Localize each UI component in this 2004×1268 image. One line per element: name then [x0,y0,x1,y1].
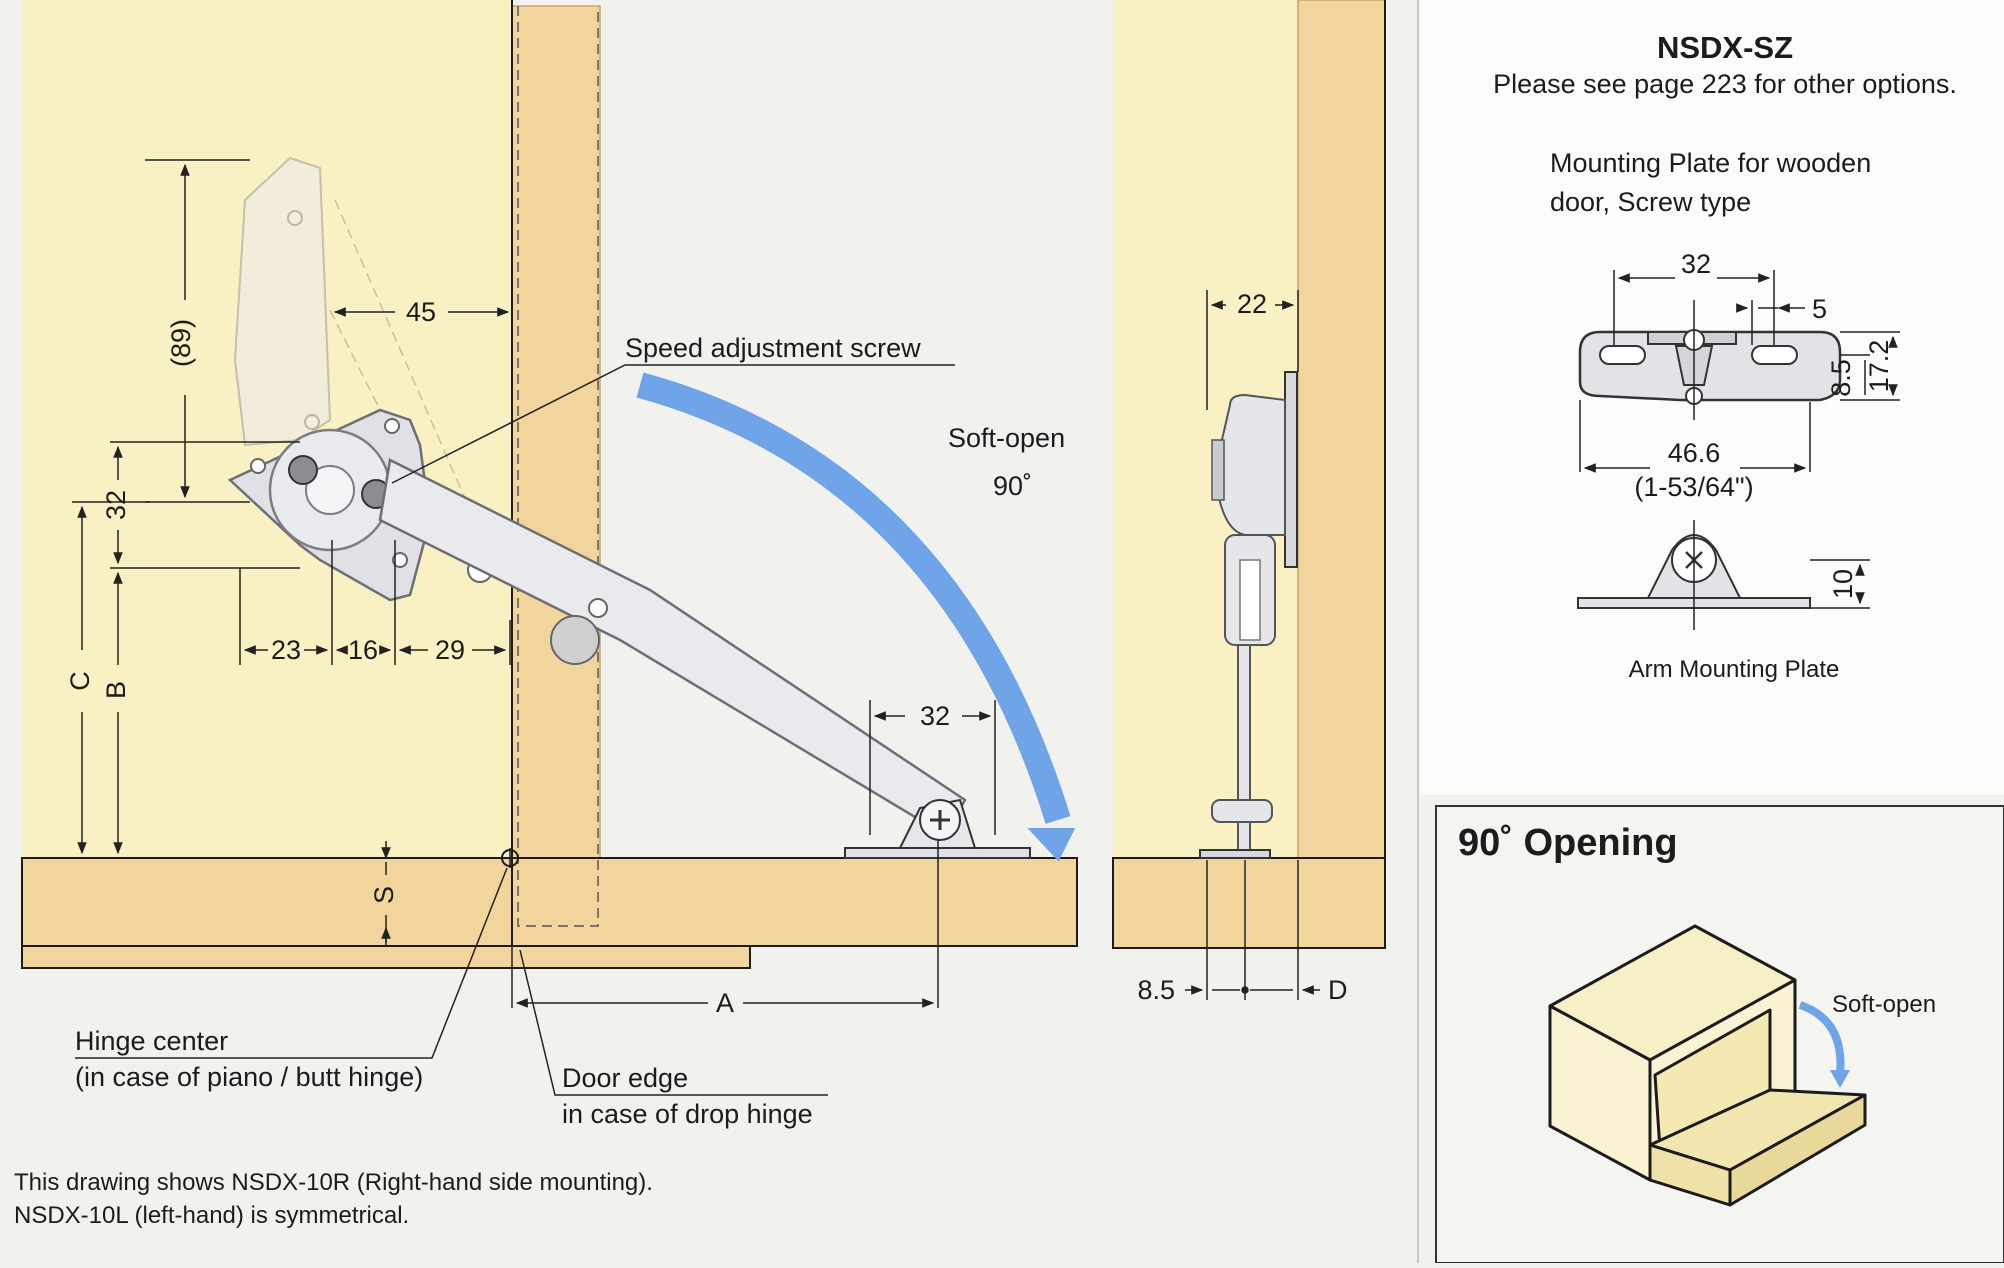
drawing-note-line-2: NSDX-10L (left-hand) is symmetrical. [14,1202,409,1229]
dim-b-label: B [101,681,131,699]
bottom-board [21,857,1078,947]
dim-89-label: (89) [166,319,196,367]
side-bottom-board [1112,857,1386,949]
plate-dim-32: 32 [1681,249,1711,279]
speed-adjustment-screw-label: Speed adjustment screw [625,333,921,363]
mounting-plate-title-line-2: door, Screw type [1550,187,1751,217]
dim-d-label: D [1328,975,1348,1005]
door-edge-sub-label: in case of drop hinge [562,1099,813,1129]
bottom-board-lip [21,945,751,969]
plate-dim-inch: (1-53/64") [1634,472,1753,502]
arm-mounting-plate-caption: Arm Mounting Plate [1629,656,1840,683]
drawing-note-line-1: This drawing shows NSDX-10R (Right-hand … [14,1169,653,1196]
opening-title: 90˚ Opening [1458,822,1678,864]
door-board [511,5,601,859]
options-panel: NSDX-SZ Please see page 223 for other op… [1417,0,2004,1263]
soft-open-arrow [636,372,1071,824]
hinge-center-label: Hinge center [75,1026,228,1056]
plate-dim-46-6: 46.6 [1668,438,1721,468]
dim-s-label: S [369,886,399,904]
opening-box: 90˚ Opening Soft-open [1435,805,2004,1264]
dim-c-label: C [65,671,95,691]
iso-cabinet [1548,924,1867,1207]
angle-label: 90˚ [993,471,1032,501]
dim-16-label: 16 [348,635,378,665]
dim-23-label: 23 [271,635,301,665]
mounting-plate-drawing [1578,329,1842,405]
side-hinge [1199,371,1298,859]
plate-dim-5: 5 [1812,294,1827,324]
side-door-board [1297,0,1386,859]
iso-soft-open-label: Soft-open [1832,991,1936,1018]
side-view-drawing: 22 8.5 D [1112,0,1386,1005]
arm-plate-dim-10: 10 [1828,569,1858,599]
plate-dim-17-2: 17.2 [1864,340,1894,393]
dim-8-5-side-label: 8.5 [1137,975,1175,1005]
soft-open-arrowhead [1027,828,1076,862]
mounting-plate-title-line-1: Mounting Plate for wooden [1550,148,1871,178]
soft-open-label: Soft-open [948,423,1065,453]
model-name: NSDX-SZ [1657,30,1793,65]
plate-dim-8-5: 8.5 [1826,359,1856,397]
front-view-drawing [21,0,1078,1096]
dim-29-label: 29 [435,635,465,665]
dim-22-label: 22 [1237,289,1267,319]
hinge-center-sub-label: (in case of piano / butt hinge) [75,1062,423,1092]
options-note: Please see page 223 for other options. [1493,69,1957,99]
iso-arrow [1798,1001,1845,1076]
hinge-body [227,408,493,602]
dim-32-horizontal-label: 32 [920,701,950,731]
dim-a-label: A [716,988,734,1018]
dim-32-vertical-label: 32 [101,490,131,520]
door-edge-label: Door edge [562,1063,688,1093]
iso-arrowhead [1830,1070,1850,1088]
dim-45-label: 45 [406,297,436,327]
